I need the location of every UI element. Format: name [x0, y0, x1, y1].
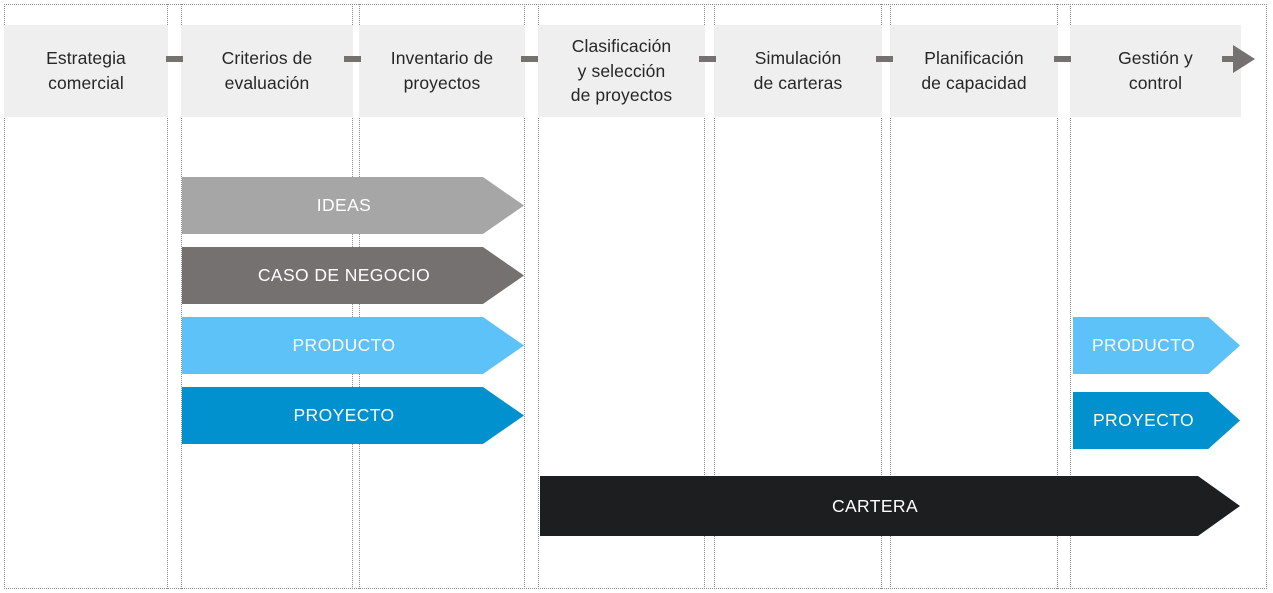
- flow-bar-cartera[interactable]: CARTERA: [540, 476, 1240, 536]
- dash-connector-icon: [876, 56, 893, 62]
- dash-connector-icon: [344, 56, 361, 62]
- flow-label: PROYECTO: [293, 405, 395, 425]
- lane-header-label: Gestión y control: [1118, 48, 1193, 93]
- swimlane-gestion-control: [1070, 4, 1267, 589]
- dash-connector-icon: [166, 56, 183, 62]
- dash-connector-icon: [699, 56, 716, 62]
- lane-header-estrategia-comercial[interactable]: Estrategia comercial: [4, 25, 168, 117]
- dash-connector-icon: [1054, 56, 1071, 62]
- flow-label: CARTERA: [831, 495, 919, 516]
- flow-bar-ideas[interactable]: IDEAS: [182, 177, 524, 234]
- flow-bar-proyecto-left[interactable]: PROYECTO: [182, 387, 524, 444]
- flow-bar-producto-right[interactable]: PRODUCTO: [1073, 317, 1240, 374]
- lane-header-label: Planificación de capacidad: [921, 48, 1027, 93]
- lane-header-criterios-evaluacion[interactable]: Criterios de evaluación: [181, 25, 353, 117]
- lane-header-gestion-control[interactable]: Gestión y control: [1070, 25, 1241, 117]
- lane-header-label: Criterios de evaluación: [221, 48, 313, 93]
- lane-header-label: Simulación de carteras: [753, 48, 843, 93]
- lane-header-clasificacion-seleccion[interactable]: Clasificación y selección de proyectos: [538, 25, 705, 117]
- flow-bar-caso-de-negocio[interactable]: CASO DE NEGOCIO: [182, 247, 524, 304]
- flow-bar-proyecto-right[interactable]: PROYECTO: [1073, 392, 1240, 449]
- flow-label: PRODUCTO: [1091, 335, 1196, 355]
- lane-header-planificacion-capacidad[interactable]: Planificación de capacidad: [890, 25, 1058, 117]
- arrow-right-icon: [1233, 45, 1255, 73]
- swimlane-planificacion-capacidad: [890, 4, 1058, 589]
- lane-header-label: Estrategia comercial: [46, 48, 126, 93]
- swimlane-simulacion-carteras: [714, 4, 882, 589]
- flow-label: PROYECTO: [1092, 410, 1195, 430]
- diagram-top-rule: [4, 4, 1267, 5]
- diagram-bottom-rule: [4, 588, 1267, 589]
- lane-header-simulacion-carteras[interactable]: Simulación de carteras: [714, 25, 882, 117]
- flow-label: CASO DE NEGOCIO: [257, 265, 431, 285]
- swimlane-clasificacion-seleccion: [538, 4, 705, 589]
- dash-connector-icon: [521, 56, 538, 62]
- swimlane-estrategia-comercial: [4, 4, 168, 589]
- flow-bar-producto-left[interactable]: PRODUCTO: [182, 317, 524, 374]
- lane-header-label: Clasificación y selección de proyectos: [570, 35, 673, 106]
- flow-label: PRODUCTO: [292, 335, 396, 355]
- arrow-right-stem: [1222, 56, 1236, 62]
- lane-header-inventario-proyectos[interactable]: Inventario de proyectos: [359, 25, 525, 117]
- flow-label: IDEAS: [316, 195, 372, 215]
- lane-header-label: Inventario de proyectos: [390, 48, 494, 93]
